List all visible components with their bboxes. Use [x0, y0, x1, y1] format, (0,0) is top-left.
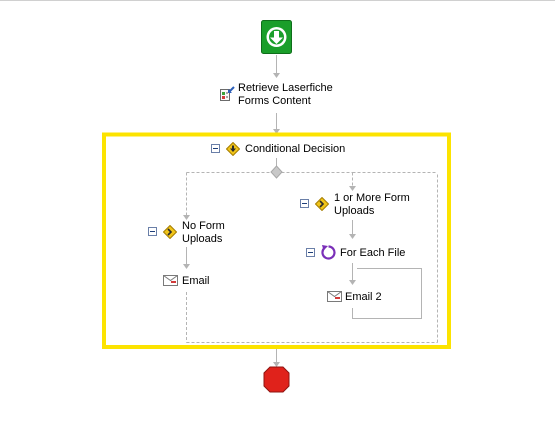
retrieve-content-label[interactable]: Retrieve Laserfiche Forms Content — [238, 82, 333, 108]
branch-left-label-line2: Uploads — [182, 233, 223, 245]
stop-octagon-icon[interactable] — [263, 366, 290, 393]
conditional-decision-icon — [225, 141, 241, 157]
decision-collapse-toggle[interactable] — [211, 144, 220, 153]
branch-connectors — [186, 172, 438, 343]
branch-right-label-line2: Uploads — [334, 205, 375, 217]
decision-label[interactable]: Conditional Decision — [245, 143, 346, 155]
loop-label[interactable]: For Each File — [340, 247, 406, 259]
branch-left-label[interactable]: No Form Uploads — [182, 220, 225, 246]
branch-left-collapse-toggle[interactable] — [148, 227, 157, 236]
email-label[interactable]: Email — [182, 275, 210, 287]
retrieve-label-line2: Forms Content — [238, 95, 311, 107]
branch-arrowheads — [183, 186, 356, 285]
decision-highlight-frame[interactable] — [102, 132, 451, 349]
loop-collapse-toggle[interactable] — [306, 248, 315, 257]
retrieve-label-line1: Retrieve Laserfiche — [238, 82, 333, 94]
split-diamond-icon — [270, 165, 283, 179]
email-2-icon — [327, 290, 342, 302]
branch-right-diamond-icon — [314, 196, 330, 212]
branch-right-collapse-toggle[interactable] — [300, 199, 309, 208]
branch-right-label-line1: 1 or More Form — [334, 192, 410, 204]
start-arrow-icon[interactable] — [261, 20, 292, 54]
loop-icon — [320, 244, 337, 261]
email-icon — [163, 274, 178, 286]
retrieve-content-icon[interactable] — [219, 86, 235, 102]
branch-left-diamond-icon — [162, 224, 178, 240]
connector-arrowheads — [273, 73, 280, 367]
branch-right-label[interactable]: 1 or More Form Uploads — [334, 192, 410, 218]
email-2-label[interactable]: Email 2 — [345, 291, 382, 303]
branch-left-label-line1: No Form — [182, 220, 225, 232]
